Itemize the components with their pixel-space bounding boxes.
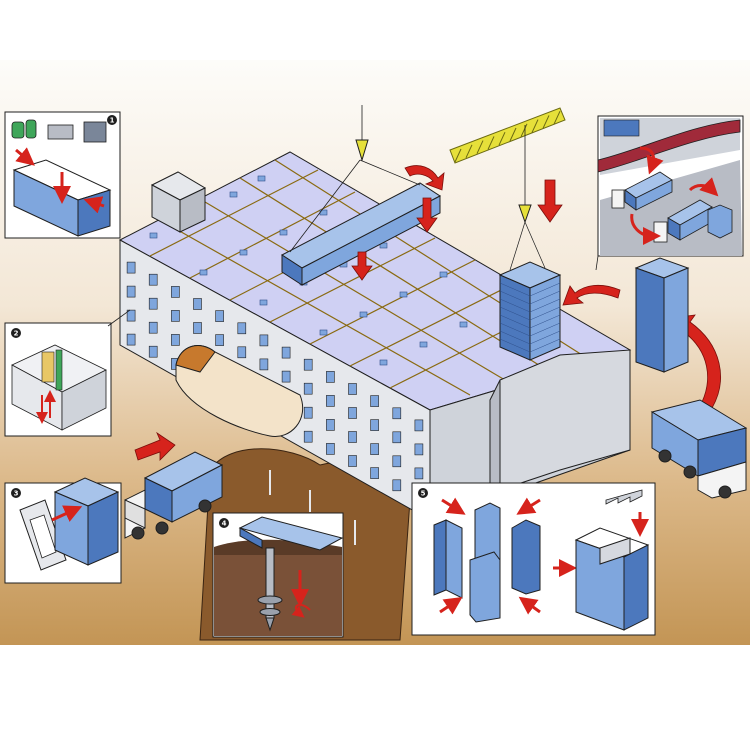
window [148,273,158,286]
arrow-icon [562,284,621,306]
screw-pile-icon [257,547,283,632]
equipment-icon [11,119,107,143]
window [348,455,357,467]
window [392,407,402,420]
window [303,406,313,419]
window [392,479,402,492]
panel-3: 3 [4,477,122,584]
window [126,261,136,274]
window [326,419,335,431]
window [215,334,224,346]
window [414,443,424,456]
window [259,358,269,371]
crane-cable-left [289,159,361,253]
arrow-icon [351,251,373,281]
window [370,443,379,455]
truck-icon [650,399,748,499]
standalone-module [634,257,690,373]
window [281,370,291,383]
window [326,443,335,455]
window [171,310,180,322]
arrow-icon [404,165,445,191]
panel-1: 1 [4,111,121,239]
arrow-icon [291,603,311,618]
arrow-icon [134,431,176,461]
truck-icon [124,451,224,540]
window [348,383,357,395]
window [193,322,202,334]
flow-arrows [630,146,719,245]
assembly-arrows [439,497,649,615]
svg-text:1: 1 [110,117,115,125]
stacked-modules [498,261,562,361]
window [126,333,136,346]
window [303,358,313,371]
truck-icon [611,171,673,211]
window [414,467,424,480]
window [148,297,158,310]
arrow-icon [416,197,438,233]
window [370,419,379,431]
window [414,419,424,432]
panel-4: 4 [212,512,344,638]
facade-windows [126,261,424,504]
window [370,395,379,407]
stair-icon [605,489,643,505]
pile-cap [238,516,344,551]
window [237,322,247,335]
tower-crane-icon [449,107,566,271]
window [171,286,180,298]
window [348,407,357,419]
window [193,298,202,310]
window [303,430,313,443]
svg-text:2: 2 [14,330,19,338]
flow-arrows [134,165,721,461]
panel-6: 6 [595,115,744,271]
window [326,395,335,407]
pile-rods [269,470,356,545]
window [215,310,224,322]
svg-text:4: 4 [222,520,227,528]
window [281,346,291,359]
hanging-module [281,105,441,286]
svg-text:5: 5 [421,490,426,498]
window [348,431,357,443]
panel-2: 2 [4,309,131,437]
window [326,371,335,383]
window [392,431,402,444]
room-partitions [149,159,591,396]
window [126,285,136,298]
window [148,321,158,334]
window [259,334,269,347]
crane-cable-right [359,159,421,186]
building-wing [489,349,631,502]
window [171,334,180,346]
arrow-icon [537,179,563,223]
window [237,346,247,359]
window [126,309,136,322]
arrow-icon [51,505,83,522]
svg-text:3: 3 [14,490,19,498]
assembled-module [574,527,650,631]
arrow-icon [15,147,35,166]
window [303,382,313,395]
panel-5: 5 [411,482,656,636]
crane-hook-icon [355,139,369,162]
arrow-icon [83,196,105,214]
window [392,455,402,468]
prefab-panels [433,502,541,623]
window [370,467,379,479]
window [148,345,158,358]
conveyor [597,119,741,173]
